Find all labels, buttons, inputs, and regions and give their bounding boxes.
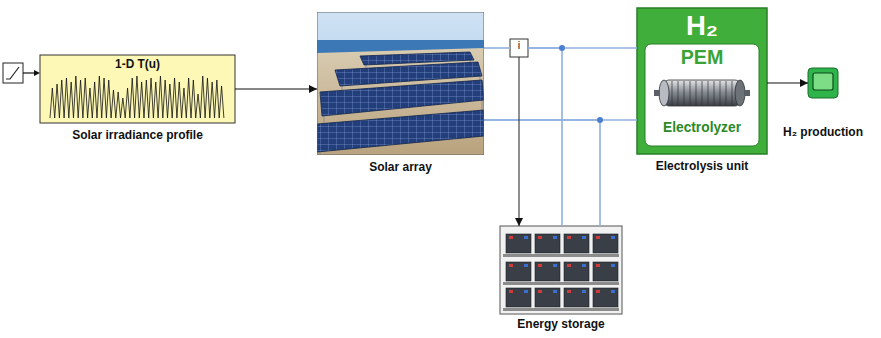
sensor-symbol: i (510, 39, 528, 51)
block-label: H₂ production (783, 126, 863, 140)
electrolyzer-picture (637, 8, 767, 154)
block-label: Energy storage (517, 318, 604, 332)
junction-dot (559, 45, 565, 51)
block-subtitle: Electrolyzer (637, 120, 767, 136)
junction-dot (597, 117, 603, 123)
solar-array-picture (317, 12, 484, 155)
block-subtitle: PEM (637, 46, 767, 69)
block-title: H₂ (637, 10, 767, 42)
current-sensor: i (510, 39, 528, 57)
signal-arrow (518, 57, 519, 226)
block-label: Solar array (369, 161, 432, 175)
signal-arrow (235, 88, 317, 89)
scope-icon (808, 68, 838, 98)
lookup-table-icon (40, 55, 235, 123)
solar-array-block: Solar array (317, 12, 484, 155)
lookup-table-block: 1-D T(u)Solar irradiance profile (40, 55, 235, 123)
current-sensor-box (510, 39, 528, 57)
power-wire (528, 48, 562, 226)
block-label: Solar irradiance profile (72, 129, 203, 143)
power-wire (484, 47, 510, 49)
block-title: 1-D T(u) (40, 58, 235, 72)
power-wire (484, 120, 600, 226)
battery-rack-picture (500, 226, 622, 314)
energy-storage-block: Energy storage (500, 226, 622, 314)
signal-arrow (767, 82, 808, 83)
ramp-source (3, 63, 40, 83)
electrolyzer-block: H₂PEMElectrolyzerElectrolysis unit (637, 8, 767, 154)
block-label: Electrolysis unit (656, 160, 749, 174)
scope-block: H₂ production (808, 68, 838, 98)
